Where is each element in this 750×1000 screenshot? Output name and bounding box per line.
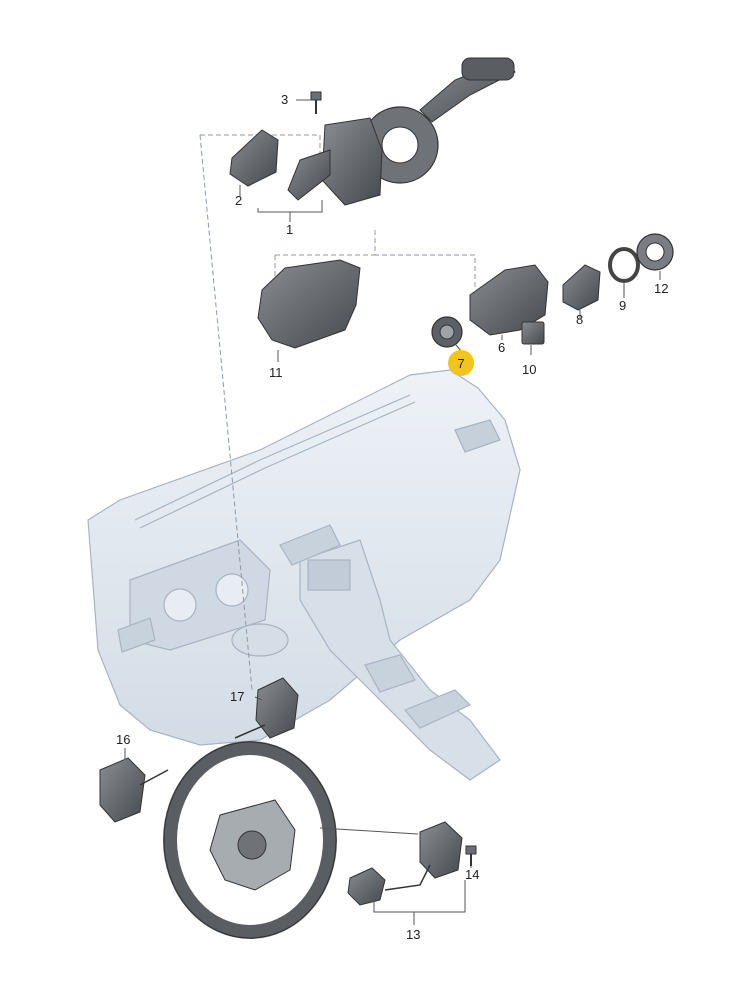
part-14-screw (465, 845, 477, 866)
callout-8: 8 (576, 312, 584, 327)
turn-signal-stalk (287, 149, 331, 201)
callout-13: 13 (406, 927, 421, 942)
steering-wheel-rim-edge (163, 741, 337, 939)
callout-14: 14 (465, 867, 480, 882)
clock-spring-hole (381, 126, 419, 164)
part-16-cable (139, 769, 169, 786)
part-7-cylinder-core (439, 324, 455, 340)
part-3-screw (310, 91, 322, 114)
callout-3: 3 (281, 92, 289, 107)
part-6-ignition-lock (469, 264, 549, 336)
steering-wheel-center (237, 830, 267, 860)
part-11-housing (257, 259, 361, 349)
callout-17: 17 (230, 689, 245, 704)
gauge-left (163, 588, 197, 622)
stalk-end (461, 57, 515, 81)
callout-10: 10 (522, 362, 537, 377)
part-13-left-switch (347, 867, 386, 906)
part-13-cable (384, 864, 431, 891)
callout-11: 11 (269, 365, 283, 380)
part-8-ignition-switch (562, 264, 601, 311)
steering-wheel-rim (163, 741, 337, 939)
part-16-switch (99, 757, 146, 823)
part-17-cable (234, 724, 266, 739)
left-vent (117, 617, 156, 653)
callout-7-label: 7 (457, 355, 465, 371)
part-13-right-switch (419, 821, 463, 879)
gear-shifter-area (364, 654, 416, 693)
switch-housing (321, 117, 383, 206)
callout-16: 16 (116, 732, 131, 747)
steering-wheel (163, 741, 337, 939)
leader-lines (124, 99, 661, 925)
part-9-ring (608, 247, 640, 283)
storage-tray (404, 689, 472, 729)
dashboard-steering-hub (231, 623, 289, 657)
part-12-trim-hole (645, 242, 665, 262)
center-vent (279, 524, 341, 566)
center-display (307, 559, 351, 591)
combination-switch (287, 57, 516, 206)
dashboard-side-vent (454, 419, 501, 453)
part-2-module (229, 129, 279, 187)
callout-6: 6 (498, 340, 506, 355)
gauge-right (215, 573, 249, 607)
callout-2: 2 (235, 193, 243, 208)
callout-12: 12 (654, 281, 669, 296)
callout-7-highlighted: 7 (448, 350, 474, 376)
part-17-switch (255, 677, 299, 739)
dashboard-assembly (87, 369, 521, 781)
callout-1: 1 (286, 222, 294, 237)
callout-9: 9 (619, 298, 627, 313)
dashboard-defroster-vent (134, 394, 416, 529)
part-10-connector (521, 321, 545, 345)
